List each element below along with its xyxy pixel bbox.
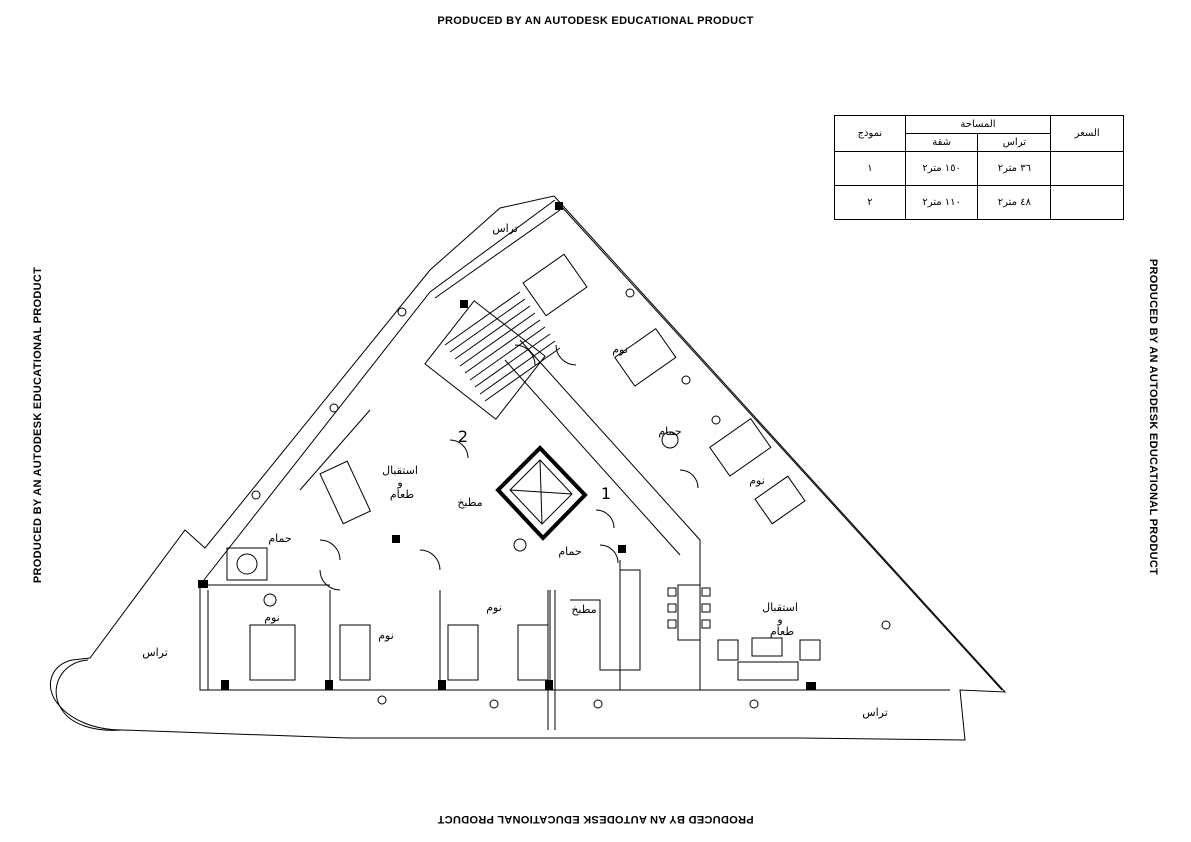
living-dining-right-label-1: استقبال — [762, 601, 798, 614]
price-cell — [1050, 185, 1124, 220]
terrace-area-cell: ٤٨ متر٢ — [977, 185, 1052, 220]
living-dining-right-label-3: طعام — [770, 625, 794, 638]
model-header: نموذج — [834, 115, 906, 152]
bedroom-left-label: نوم — [264, 611, 280, 624]
elevator-core — [495, 445, 588, 541]
bedroom-mid-label: نوم — [378, 629, 394, 642]
area-schedule-table: نموذج المساحة السعر شقة تراس ١ ١٥٠ متر٢ … — [834, 115, 1124, 220]
kitchen-center-label: مطبخ — [457, 496, 482, 509]
bedroom-center-label: نوم — [486, 601, 502, 614]
terrace-bottom-right-label: تراس — [862, 706, 888, 719]
dining-table-right — [667, 584, 711, 641]
bathroom-right-label: حمام — [658, 425, 681, 438]
model-cell: ٢ — [834, 185, 906, 220]
living-dining-right-label-2: و — [776, 613, 782, 626]
price-cell — [1050, 151, 1124, 186]
outer-terrace-outline — [50, 195, 1007, 741]
kitchen-bottom-label: مطبخ — [571, 603, 596, 616]
watermark-top: PRODUCED BY AN AUTODESK EDUCATIONAL PROD… — [437, 15, 754, 27]
party-wall — [547, 590, 556, 730]
inner-wall-lines — [207, 209, 561, 690]
kitchen-counter — [570, 569, 641, 671]
terrace-area-cell: ٣٦ متر٢ — [977, 151, 1052, 186]
door-swings — [319, 344, 699, 591]
bedroom-furniture — [249, 253, 806, 681]
unit-2-number: 2 — [458, 427, 468, 446]
staircase — [424, 291, 561, 420]
left-terrace-curve — [55, 659, 123, 731]
unit-1-number: 1 — [601, 484, 611, 503]
corridor-wall — [504, 339, 701, 690]
terrace-left-label: تراس — [142, 646, 168, 659]
living-dining-left-label-2: و — [396, 476, 402, 489]
dining-table-left — [319, 460, 372, 525]
living-dining-left-label-1: استقبال — [382, 464, 418, 477]
table-row: ٢ ١١٠ متر٢ ٤٨ متر٢ — [834, 185, 1124, 220]
bathroom-left-label: حمام — [268, 532, 291, 545]
structural-columns — [198, 202, 816, 690]
bedroom-right-label: نوم — [749, 474, 765, 487]
bedroom-top-right-label: نوم — [612, 343, 628, 356]
column-markers — [251, 288, 891, 709]
table-row: ١ ١٥٠ متر٢ ٣٦ متر٢ — [834, 151, 1124, 186]
bottom-room-walls — [208, 560, 621, 690]
bathroom-center-label: حمام — [558, 545, 581, 558]
price-header: السعر — [1050, 115, 1124, 152]
building-outline — [199, 199, 1003, 691]
terrace-top-label: تراس — [492, 222, 518, 235]
living-dining-left-label-3: طعام — [390, 488, 414, 501]
sofa-set-right — [717, 637, 821, 681]
bath-fixtures — [226, 431, 679, 607]
